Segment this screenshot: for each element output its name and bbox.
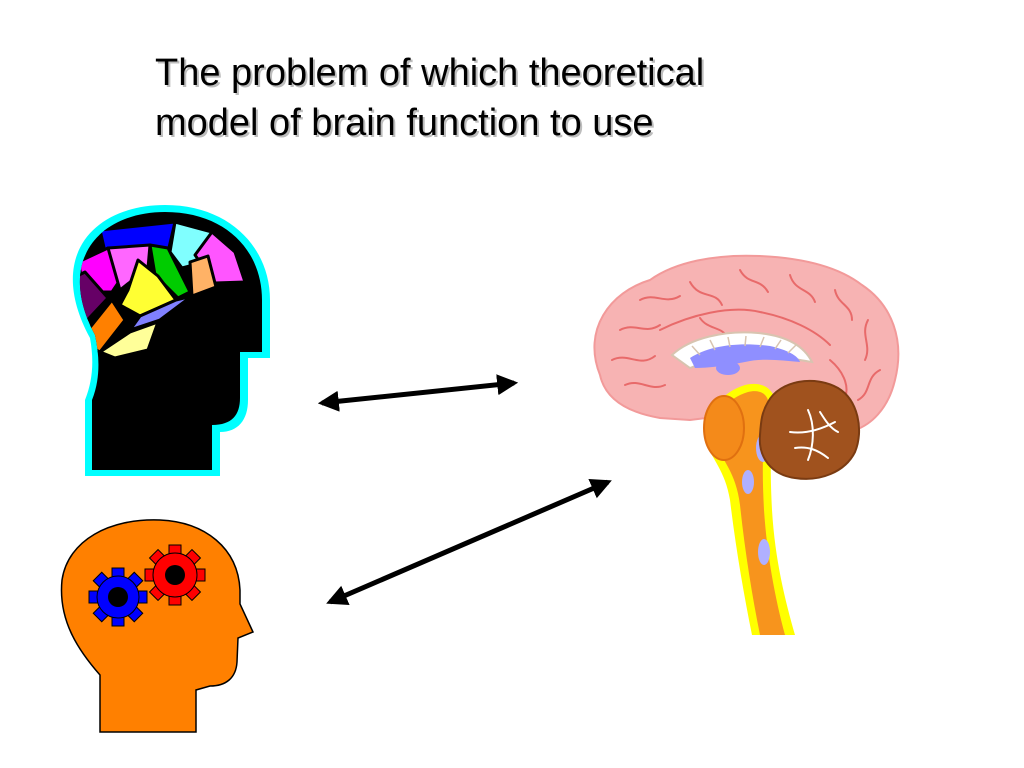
title-line-1: The problem of which theoretical <box>155 52 705 94</box>
brain-sagittal-icon <box>593 254 900 635</box>
red-gear-icon <box>144 544 206 606</box>
gear-head-icon <box>60 519 255 733</box>
slide-title: The problem of which theoretical model o… <box>155 48 915 148</box>
double-arrow-icon <box>317 374 519 412</box>
mosaic-head-icon <box>72 205 270 476</box>
arrows <box>317 374 612 605</box>
blue-gear-icon <box>88 567 148 627</box>
title-line-2: model of brain function to use <box>155 102 654 144</box>
double-arrow-icon <box>326 479 612 605</box>
